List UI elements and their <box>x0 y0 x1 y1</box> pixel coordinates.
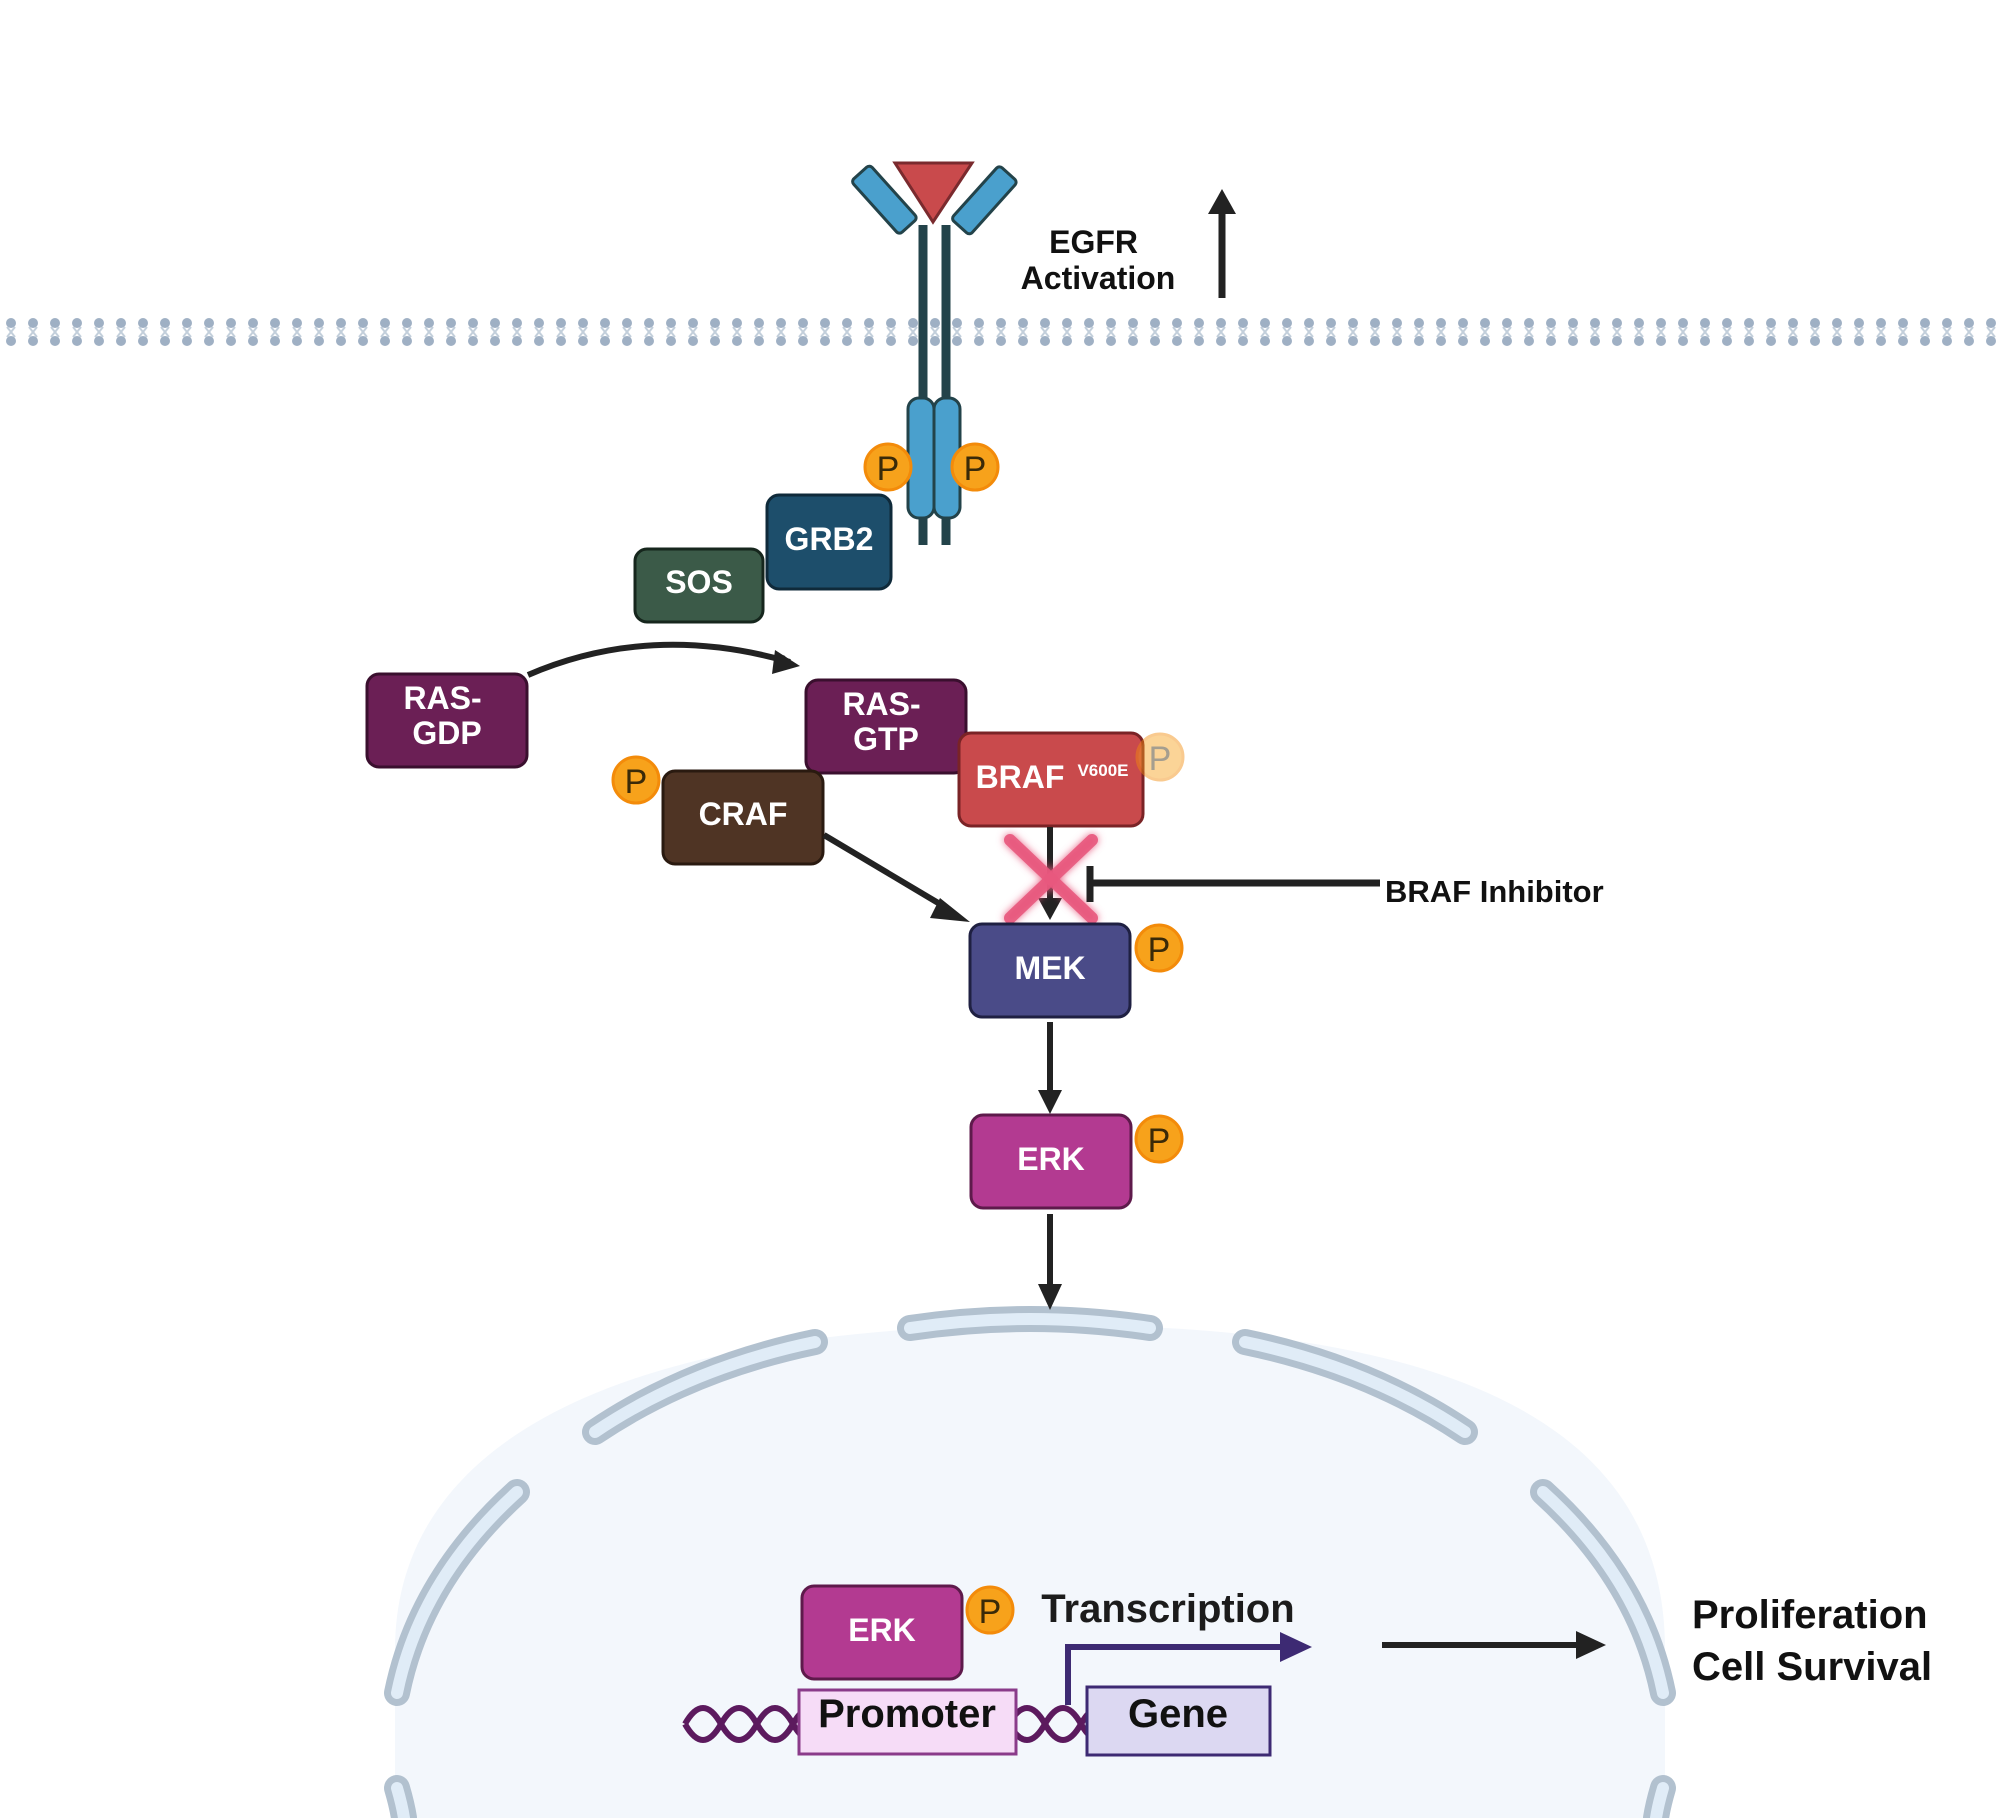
svg-text:P: P <box>1148 931 1171 969</box>
phospho-badge: P <box>950 442 1000 492</box>
svg-text:P: P <box>1148 1122 1171 1160</box>
phospho-badge: P <box>611 755 661 805</box>
mek-protein: MEK <box>968 922 1132 1019</box>
up-arrow-icon <box>1208 189 1236 298</box>
braf-inhibitor-line <box>1086 866 1380 902</box>
gene-box: Gene <box>1085 1685 1272 1757</box>
phospho-badge: P <box>1134 1114 1184 1164</box>
svg-text:P: P <box>625 763 648 801</box>
transcription-label: Transcription <box>1041 1587 1294 1631</box>
transcription-arrow <box>1065 1632 1312 1705</box>
svg-text:P: P <box>1149 740 1172 778</box>
egf-ligand <box>892 161 975 225</box>
phospho-badge-faded: P <box>1135 732 1185 782</box>
phospho-badge: P <box>1134 923 1184 973</box>
promoter-box: Promoter <box>797 1688 1018 1756</box>
ras-gtp-protein: RAS- GTP <box>804 678 968 775</box>
nuclear-envelope-segment <box>384 1775 417 1818</box>
svg-text:Gene: Gene <box>1128 1692 1228 1736</box>
svg-text:ERK: ERK <box>1017 1141 1085 1177</box>
svg-text:GRB2: GRB2 <box>785 521 874 557</box>
svg-text:MEK: MEK <box>1014 950 1085 986</box>
svg-text:RAS- GTP: RAS- GTP <box>842 686 929 757</box>
svg-text:P: P <box>964 450 987 488</box>
nuclear-envelope-segment <box>582 1329 828 1445</box>
svg-text:P: P <box>979 1593 1002 1631</box>
craf-to-mek-arrow <box>822 832 952 913</box>
svg-text:RAS- GDP: RAS- GDP <box>403 680 490 751</box>
svg-text:SOS: SOS <box>665 564 733 600</box>
svg-text:Promoter: Promoter <box>818 1692 996 1736</box>
grb2-protein: GRB2 <box>765 493 893 591</box>
svg-text:CRAF: CRAF <box>699 796 788 832</box>
erk-protein: ERK <box>969 1113 1133 1210</box>
svg-text:V600E: V600E <box>1077 761 1128 780</box>
nucleus <box>384 1306 1676 1818</box>
nuclear-envelope-segment <box>1530 1479 1676 1706</box>
nuclear-envelope-segment <box>384 1479 530 1706</box>
ras-gdp-protein: RAS- GDP <box>365 672 529 769</box>
craf-protein: CRAF <box>661 769 825 866</box>
cell-membrane <box>0 318 2000 346</box>
nuclear-envelope-segment <box>897 1306 1163 1341</box>
sos-protein: SOS <box>633 547 765 624</box>
egfr-activation-label: EGFR Activation <box>1021 224 1176 296</box>
svg-text:BRAF: BRAF <box>976 759 1065 795</box>
braf-inhibitor-label: BRAF Inhibitor <box>1385 874 1604 909</box>
phospho-badge: P <box>863 442 913 492</box>
erk-protein-nucleus: ERK <box>800 1584 964 1681</box>
egfr-receptor <box>851 161 1018 545</box>
outcome-label: Proliferation Cell Survival <box>1692 1593 1939 1689</box>
nuclear-envelope-segment <box>1643 1775 1676 1818</box>
braf-v600e-protein: BRAF V600E <box>957 731 1145 828</box>
phospho-badge: P <box>965 1585 1015 1635</box>
svg-text:P: P <box>877 450 900 488</box>
ras-activation-arrow <box>526 641 792 678</box>
nuclear-envelope-segment <box>1232 1329 1478 1445</box>
inhibition-cross-icon <box>1004 834 1098 924</box>
svg-text:ERK: ERK <box>848 1612 916 1648</box>
